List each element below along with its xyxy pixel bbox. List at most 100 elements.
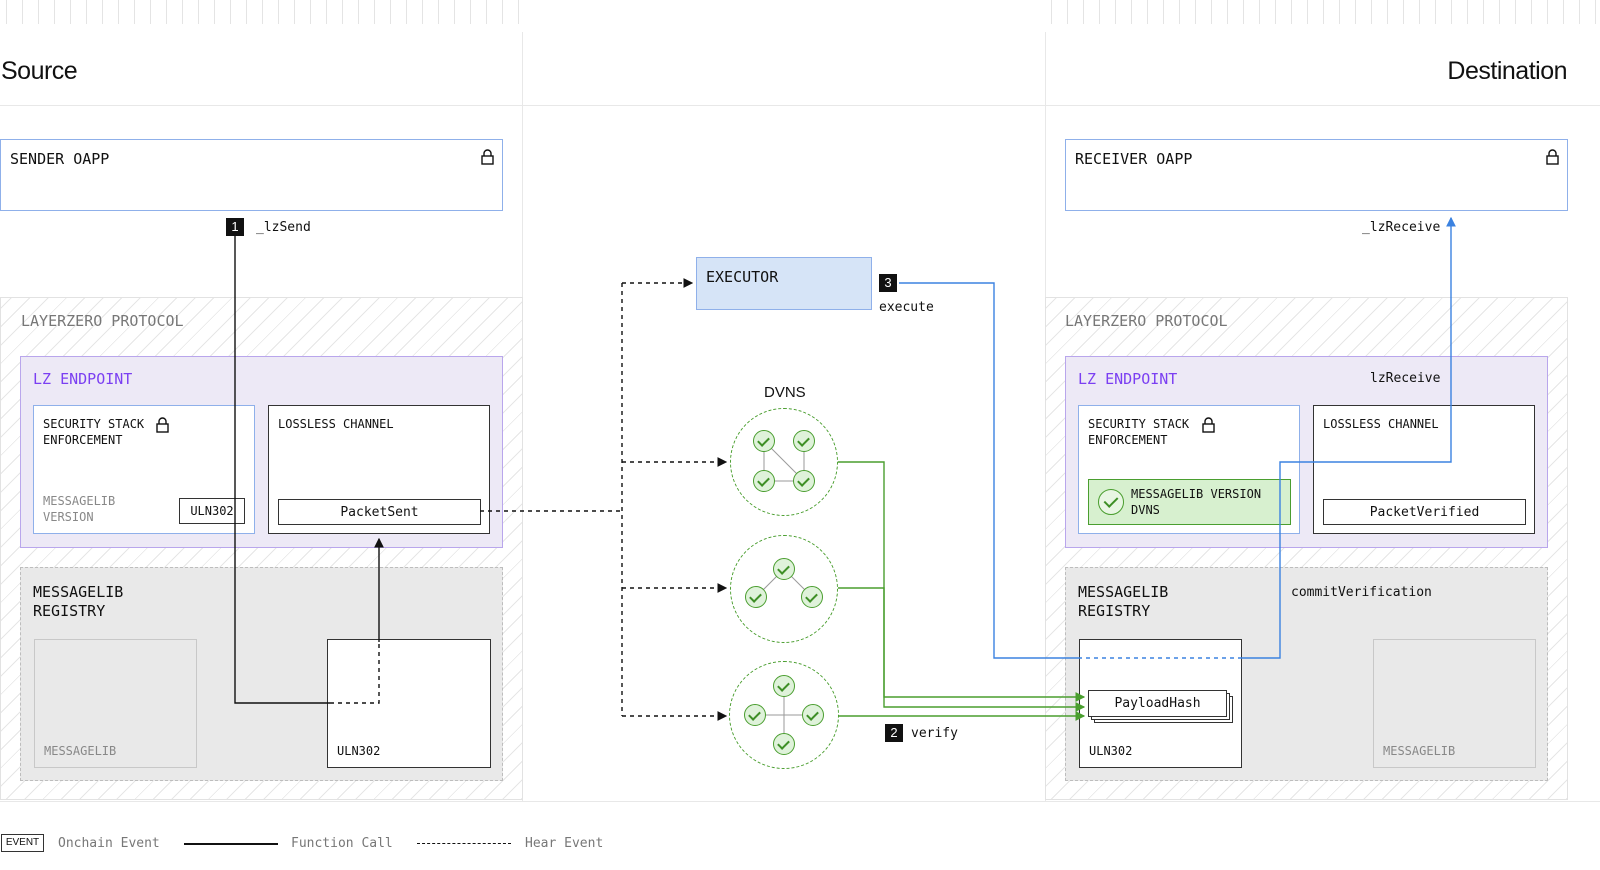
source-security-stack: SECURITY STACK ENFORCEMENT MESSAGELIB VE… xyxy=(33,405,255,534)
security-label-line1: SECURITY STACK xyxy=(43,417,145,431)
dvn-check-icon xyxy=(773,675,795,697)
top-tick-mark xyxy=(406,0,407,24)
top-tick-mark xyxy=(1211,0,1212,24)
top-tick-mark xyxy=(1259,0,1260,24)
top-tick-mark xyxy=(1515,0,1516,24)
sender-oapp-box: SENDER OAPP xyxy=(0,139,503,211)
top-tick-mark xyxy=(1131,0,1132,24)
top-tick-mark xyxy=(342,0,343,24)
legend-onchain-event: Onchain Event xyxy=(58,836,160,851)
top-tick-mark xyxy=(134,0,135,24)
top-tick-mark xyxy=(1531,0,1532,24)
step-3-badge: 3 xyxy=(879,274,897,292)
legend-function-call: Function Call xyxy=(291,836,393,851)
top-tick-mark xyxy=(1419,0,1420,24)
uln302-slot-label: ULN302 xyxy=(337,744,381,758)
top-tick-mark xyxy=(326,0,327,24)
source-protocol-label: LAYERZERO PROTOCOL xyxy=(21,312,184,330)
uln302-tag: ULN302 xyxy=(179,498,245,524)
top-tick-mark xyxy=(454,0,455,24)
top-tick-mark xyxy=(230,0,231,24)
lock-icon xyxy=(481,149,494,165)
receiver-oapp-box: RECEIVER OAPP xyxy=(1065,139,1568,211)
messagelib-version-line2: VERSION xyxy=(43,510,94,524)
dvn-check-icon xyxy=(753,470,775,492)
top-tick-mark xyxy=(38,0,39,24)
footer-divider xyxy=(0,801,1600,802)
destination-lossless-channel: LOSSLESS CHANNEL PacketVerified xyxy=(1313,405,1535,534)
top-tick-mark xyxy=(70,0,71,24)
commit-verification-label: commitVerification xyxy=(1291,585,1432,600)
dvn-check-icon xyxy=(801,586,823,608)
dvn-check-icon xyxy=(773,558,795,580)
top-tick-mark xyxy=(102,0,103,24)
destination-messagelib-registry: MESSAGELIB REGISTRY commitVerification U… xyxy=(1065,567,1548,781)
lock-icon xyxy=(1202,417,1215,433)
source-endpoint-label: LZ ENDPOINT xyxy=(33,370,133,388)
registry-uln302-slot: ULN302 xyxy=(327,639,491,768)
top-tick-mark xyxy=(1579,0,1580,24)
legend-function-call-line xyxy=(184,843,278,845)
top-tick-mark xyxy=(1099,0,1100,24)
top-tick-mark xyxy=(214,0,215,24)
legend-event-tag: EVENT xyxy=(1,834,44,852)
top-tick-mark xyxy=(1227,0,1228,24)
dvn-check-icon xyxy=(744,704,766,726)
dvn-check-icon xyxy=(793,470,815,492)
dvn-check-icon xyxy=(745,586,767,608)
dvn-check-icon xyxy=(773,733,795,755)
top-tick-mark xyxy=(294,0,295,24)
top-tick-mark xyxy=(262,0,263,24)
lz-receive-call-label: lzReceive xyxy=(1370,371,1441,386)
top-tick-mark xyxy=(310,0,311,24)
registry-label-line1: MESSAGELIB xyxy=(1078,583,1169,601)
security-label-line2: ENFORCEMENT xyxy=(43,433,123,447)
top-tick-mark xyxy=(1499,0,1500,24)
top-tick-mark xyxy=(278,0,279,24)
registry-label-line2: REGISTRY xyxy=(33,602,106,620)
legend-hear-event-line xyxy=(417,843,511,844)
top-tick-mark xyxy=(1307,0,1308,24)
dvn-cluster-1 xyxy=(730,408,838,516)
executor-box: EXECUTOR xyxy=(696,257,872,310)
top-tick-mark xyxy=(1387,0,1388,24)
top-tick-mark xyxy=(1371,0,1372,24)
destination-endpoint-label: LZ ENDPOINT xyxy=(1078,370,1178,388)
top-tick-mark xyxy=(1451,0,1452,24)
top-tick-mark xyxy=(470,0,471,24)
dvn-check-icon xyxy=(802,704,824,726)
top-tick-mark xyxy=(486,0,487,24)
legend-hear-event: Hear Event xyxy=(525,836,604,851)
top-tick-mark xyxy=(1355,0,1356,24)
verified-check-icon xyxy=(1098,489,1124,515)
registry-label-line1: MESSAGELIB xyxy=(33,583,124,601)
top-tick-mark xyxy=(1179,0,1180,24)
uln302-tag-text: ULN302 xyxy=(190,504,234,518)
top-tick-mark xyxy=(1243,0,1244,24)
security-label-line1: SECURITY STACK xyxy=(1088,417,1190,431)
registry-label-line2: REGISTRY xyxy=(1078,602,1151,620)
top-tick-mark xyxy=(1403,0,1404,24)
top-tick-mark xyxy=(1195,0,1196,24)
top-tick-mark xyxy=(86,0,87,24)
top-tick-mark xyxy=(182,0,183,24)
lossless-label: LOSSLESS CHANNEL xyxy=(278,417,394,431)
security-label-line2: ENFORCEMENT xyxy=(1088,433,1168,447)
dvn-cluster-3 xyxy=(729,661,839,769)
destination-header: Destination xyxy=(1447,57,1567,85)
top-tick-mark xyxy=(1595,0,1596,24)
top-tick-mark xyxy=(438,0,439,24)
top-tick-mark xyxy=(1435,0,1436,24)
registry-messagelib-slot: MESSAGELIB xyxy=(1373,639,1536,768)
dvn-check-icon xyxy=(793,430,815,452)
messagelib-slot-label: MESSAGELIB xyxy=(44,744,117,758)
destination-security-stack: SECURITY STACK ENFORCEMENT MESSAGELIB VE… xyxy=(1078,405,1300,534)
receiver-oapp-label: RECEIVER OAPP xyxy=(1075,150,1193,168)
messagelib-slot-label: MESSAGELIB xyxy=(1383,744,1456,758)
verified-label-line2: DVNS xyxy=(1131,503,1160,517)
lossless-label: LOSSLESS CHANNEL xyxy=(1323,417,1439,431)
top-tick-mark xyxy=(1547,0,1548,24)
top-tick-mark xyxy=(1339,0,1340,24)
top-tick-mark xyxy=(1483,0,1484,24)
uln302-slot-label: ULN302 xyxy=(1089,744,1133,758)
